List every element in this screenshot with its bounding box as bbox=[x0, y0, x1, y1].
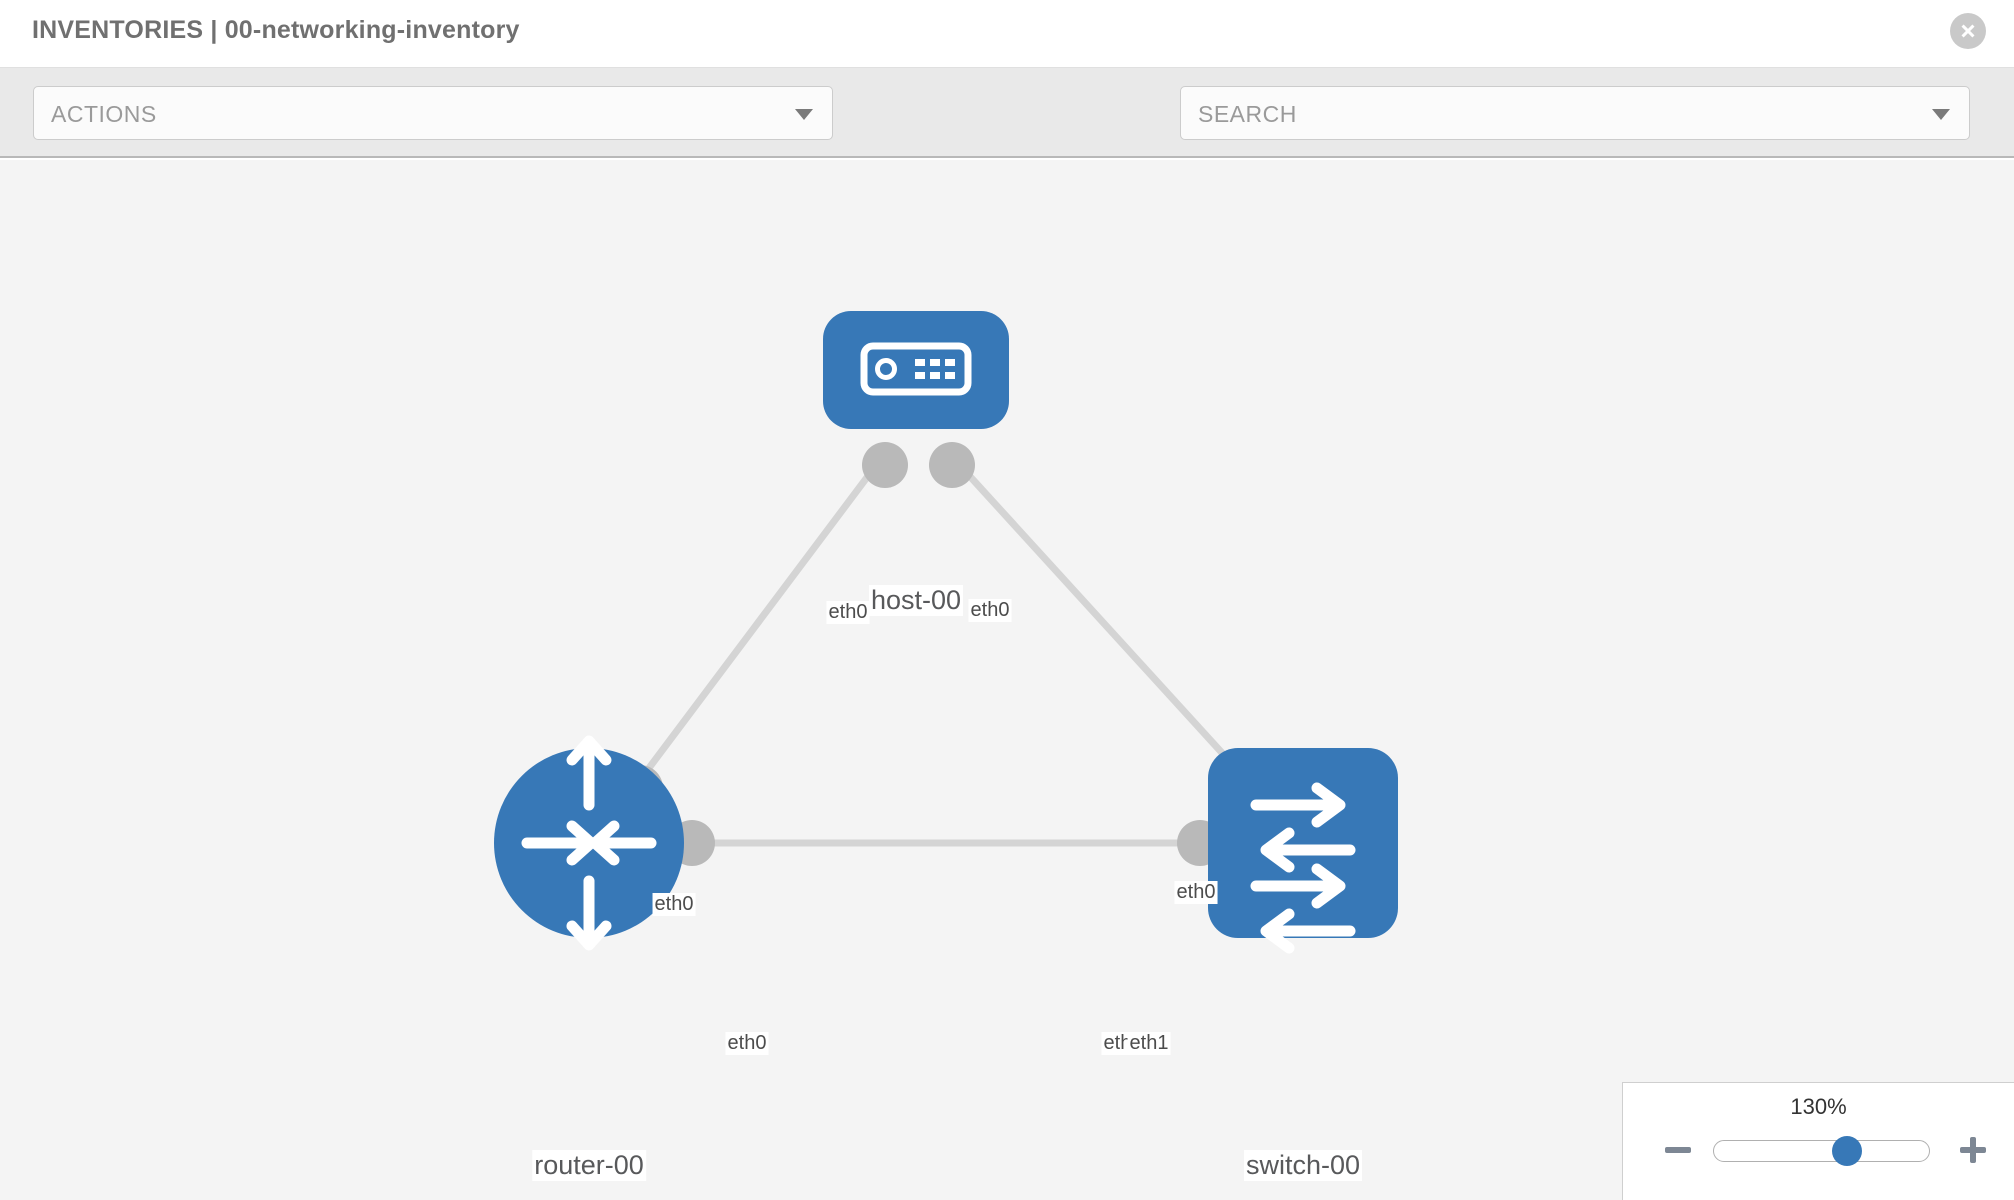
minus-icon[interactable] bbox=[1661, 1133, 1695, 1167]
node-label-switch-00: switch-00 bbox=[1243, 1150, 1363, 1181]
node-switch-00 bbox=[1208, 748, 1398, 954]
endpoint-host00-right bbox=[929, 442, 975, 488]
node-label-router-00: router-00 bbox=[532, 1150, 646, 1181]
plus-icon[interactable] bbox=[1956, 1133, 1990, 1167]
toolbar: ACTIONS SEARCH bbox=[0, 68, 2014, 196]
chevron-down-icon bbox=[1932, 109, 1950, 120]
search-dropdown[interactable]: SEARCH bbox=[1180, 86, 1970, 140]
switch-arrows-icon bbox=[1250, 782, 1356, 954]
topology-graph bbox=[494, 311, 1398, 954]
node-host-00 bbox=[823, 311, 1009, 429]
node-label-host-00: host-00 bbox=[868, 585, 964, 616]
chevron-down-icon bbox=[795, 109, 813, 120]
link-host00-switch00 bbox=[952, 457, 1268, 803]
router-arrows-icon bbox=[521, 735, 657, 951]
zoom-controls bbox=[1623, 1131, 2014, 1171]
topology-canvas[interactable]: eth0 eth0 eth0 eth0 eth0 eth0 eth1 host-… bbox=[0, 160, 2014, 1200]
page-header: INVENTORIES | 00-networking-inventory bbox=[0, 0, 2014, 68]
iface-label: eth0 bbox=[652, 893, 696, 916]
zoom-slider-track[interactable] bbox=[1713, 1136, 1930, 1166]
search-input[interactable]: SEARCH bbox=[1198, 101, 1297, 127]
node-router-00 bbox=[494, 735, 684, 951]
iface-label: eth0 bbox=[725, 1032, 769, 1055]
iface-label: eth0 bbox=[968, 599, 1012, 622]
iface-label: eth0 bbox=[1174, 881, 1218, 904]
endpoint-host00-left bbox=[862, 442, 908, 488]
iface-label: eth0 bbox=[826, 601, 870, 624]
zoom-panel: 130% bbox=[1622, 1082, 2014, 1200]
iface-label: eth1 bbox=[1127, 1032, 1171, 1055]
close-icon[interactable] bbox=[1950, 13, 1986, 49]
zoom-slider-handle[interactable] bbox=[1832, 1136, 1863, 1166]
topology-links bbox=[622, 457, 1268, 847]
page-title: INVENTORIES | 00-networking-inventory bbox=[32, 16, 520, 44]
link-host00-router00 bbox=[622, 457, 883, 803]
topology-link-endpoints bbox=[617, 442, 1263, 866]
actions-dropdown[interactable]: ACTIONS bbox=[33, 86, 833, 140]
actions-dropdown-label: ACTIONS bbox=[51, 101, 157, 127]
server-device-icon bbox=[860, 342, 972, 396]
zoom-level-value: 130% bbox=[1790, 1094, 1847, 1119]
